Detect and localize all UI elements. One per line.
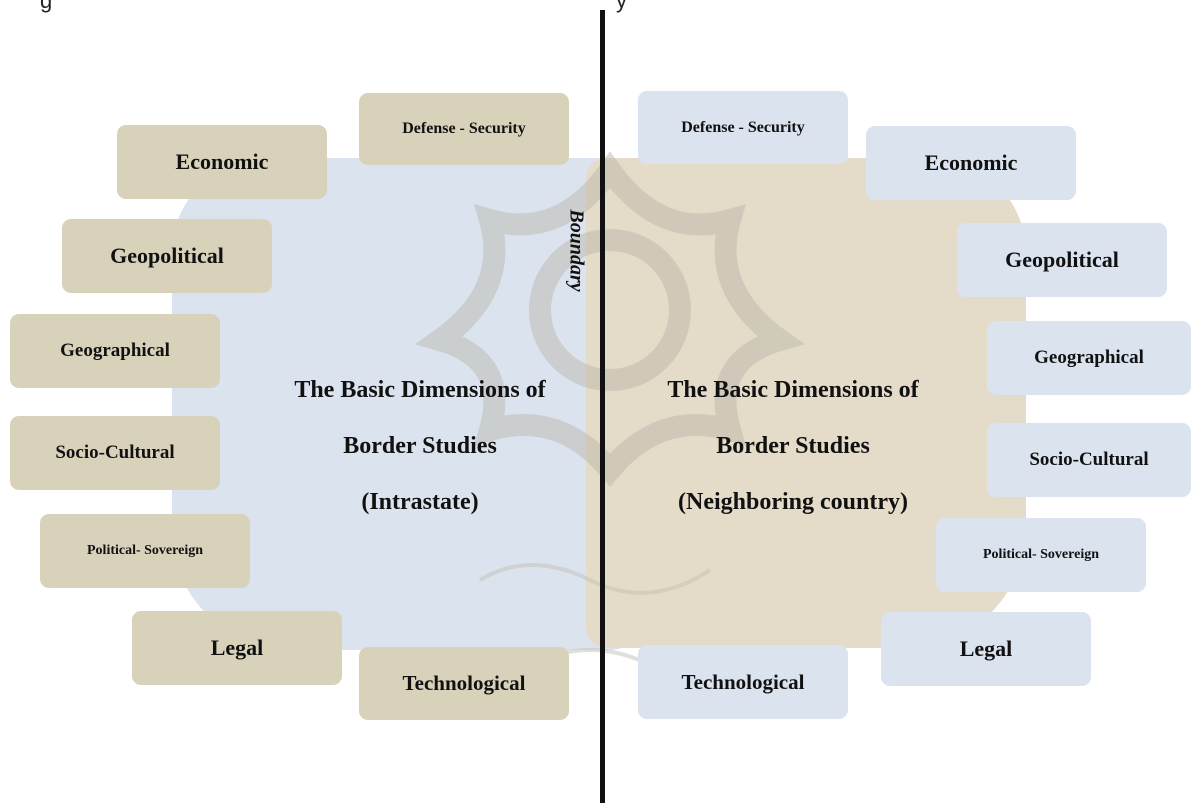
right-title-line-2: Border Studies — [716, 433, 870, 459]
right-center-title: The Basic Dimensions of Border Studies (… — [618, 362, 968, 530]
left-political-sovereign-box: Political- Sovereign — [40, 514, 250, 588]
right-geographical-box: Geographical — [987, 321, 1191, 395]
right-political-sovereign-box: Political- Sovereign — [936, 518, 1146, 592]
right-economic-box: Economic — [866, 126, 1076, 200]
left-center-title: The Basic Dimensions of Border Studies (… — [250, 362, 590, 530]
left-geopolitical-box: Geopolitical — [62, 219, 272, 293]
left-geographical-box: Geographical — [10, 314, 220, 388]
left-legal-box: Legal — [132, 611, 342, 685]
right-title-line-1: The Basic Dimensions of — [667, 377, 919, 403]
right-socio-cultural-box: Socio-Cultural — [987, 423, 1191, 497]
left-defense-security-box: Defense - Security — [359, 93, 569, 165]
caption-left: g — [40, 0, 53, 13]
right-defense-security-box: Defense - Security — [638, 91, 848, 164]
caption-right: y — [616, 0, 627, 13]
right-title-line-3: (Neighboring country) — [678, 489, 908, 515]
right-legal-box: Legal — [881, 612, 1091, 686]
right-technological-box: Technological — [638, 645, 848, 719]
left-technological-box: Technological — [359, 647, 569, 720]
right-geopolitical-box: Geopolitical — [957, 223, 1167, 297]
left-title-line-3: (Intrastate) — [361, 489, 479, 515]
left-socio-cultural-box: Socio-Cultural — [10, 416, 220, 490]
boundary-label: Boundary — [565, 208, 588, 292]
boundary-line — [600, 10, 605, 803]
left-title-line-2: Border Studies — [343, 433, 497, 459]
left-title-line-1: The Basic Dimensions of — [294, 377, 546, 403]
left-economic-box: Economic — [117, 125, 327, 199]
